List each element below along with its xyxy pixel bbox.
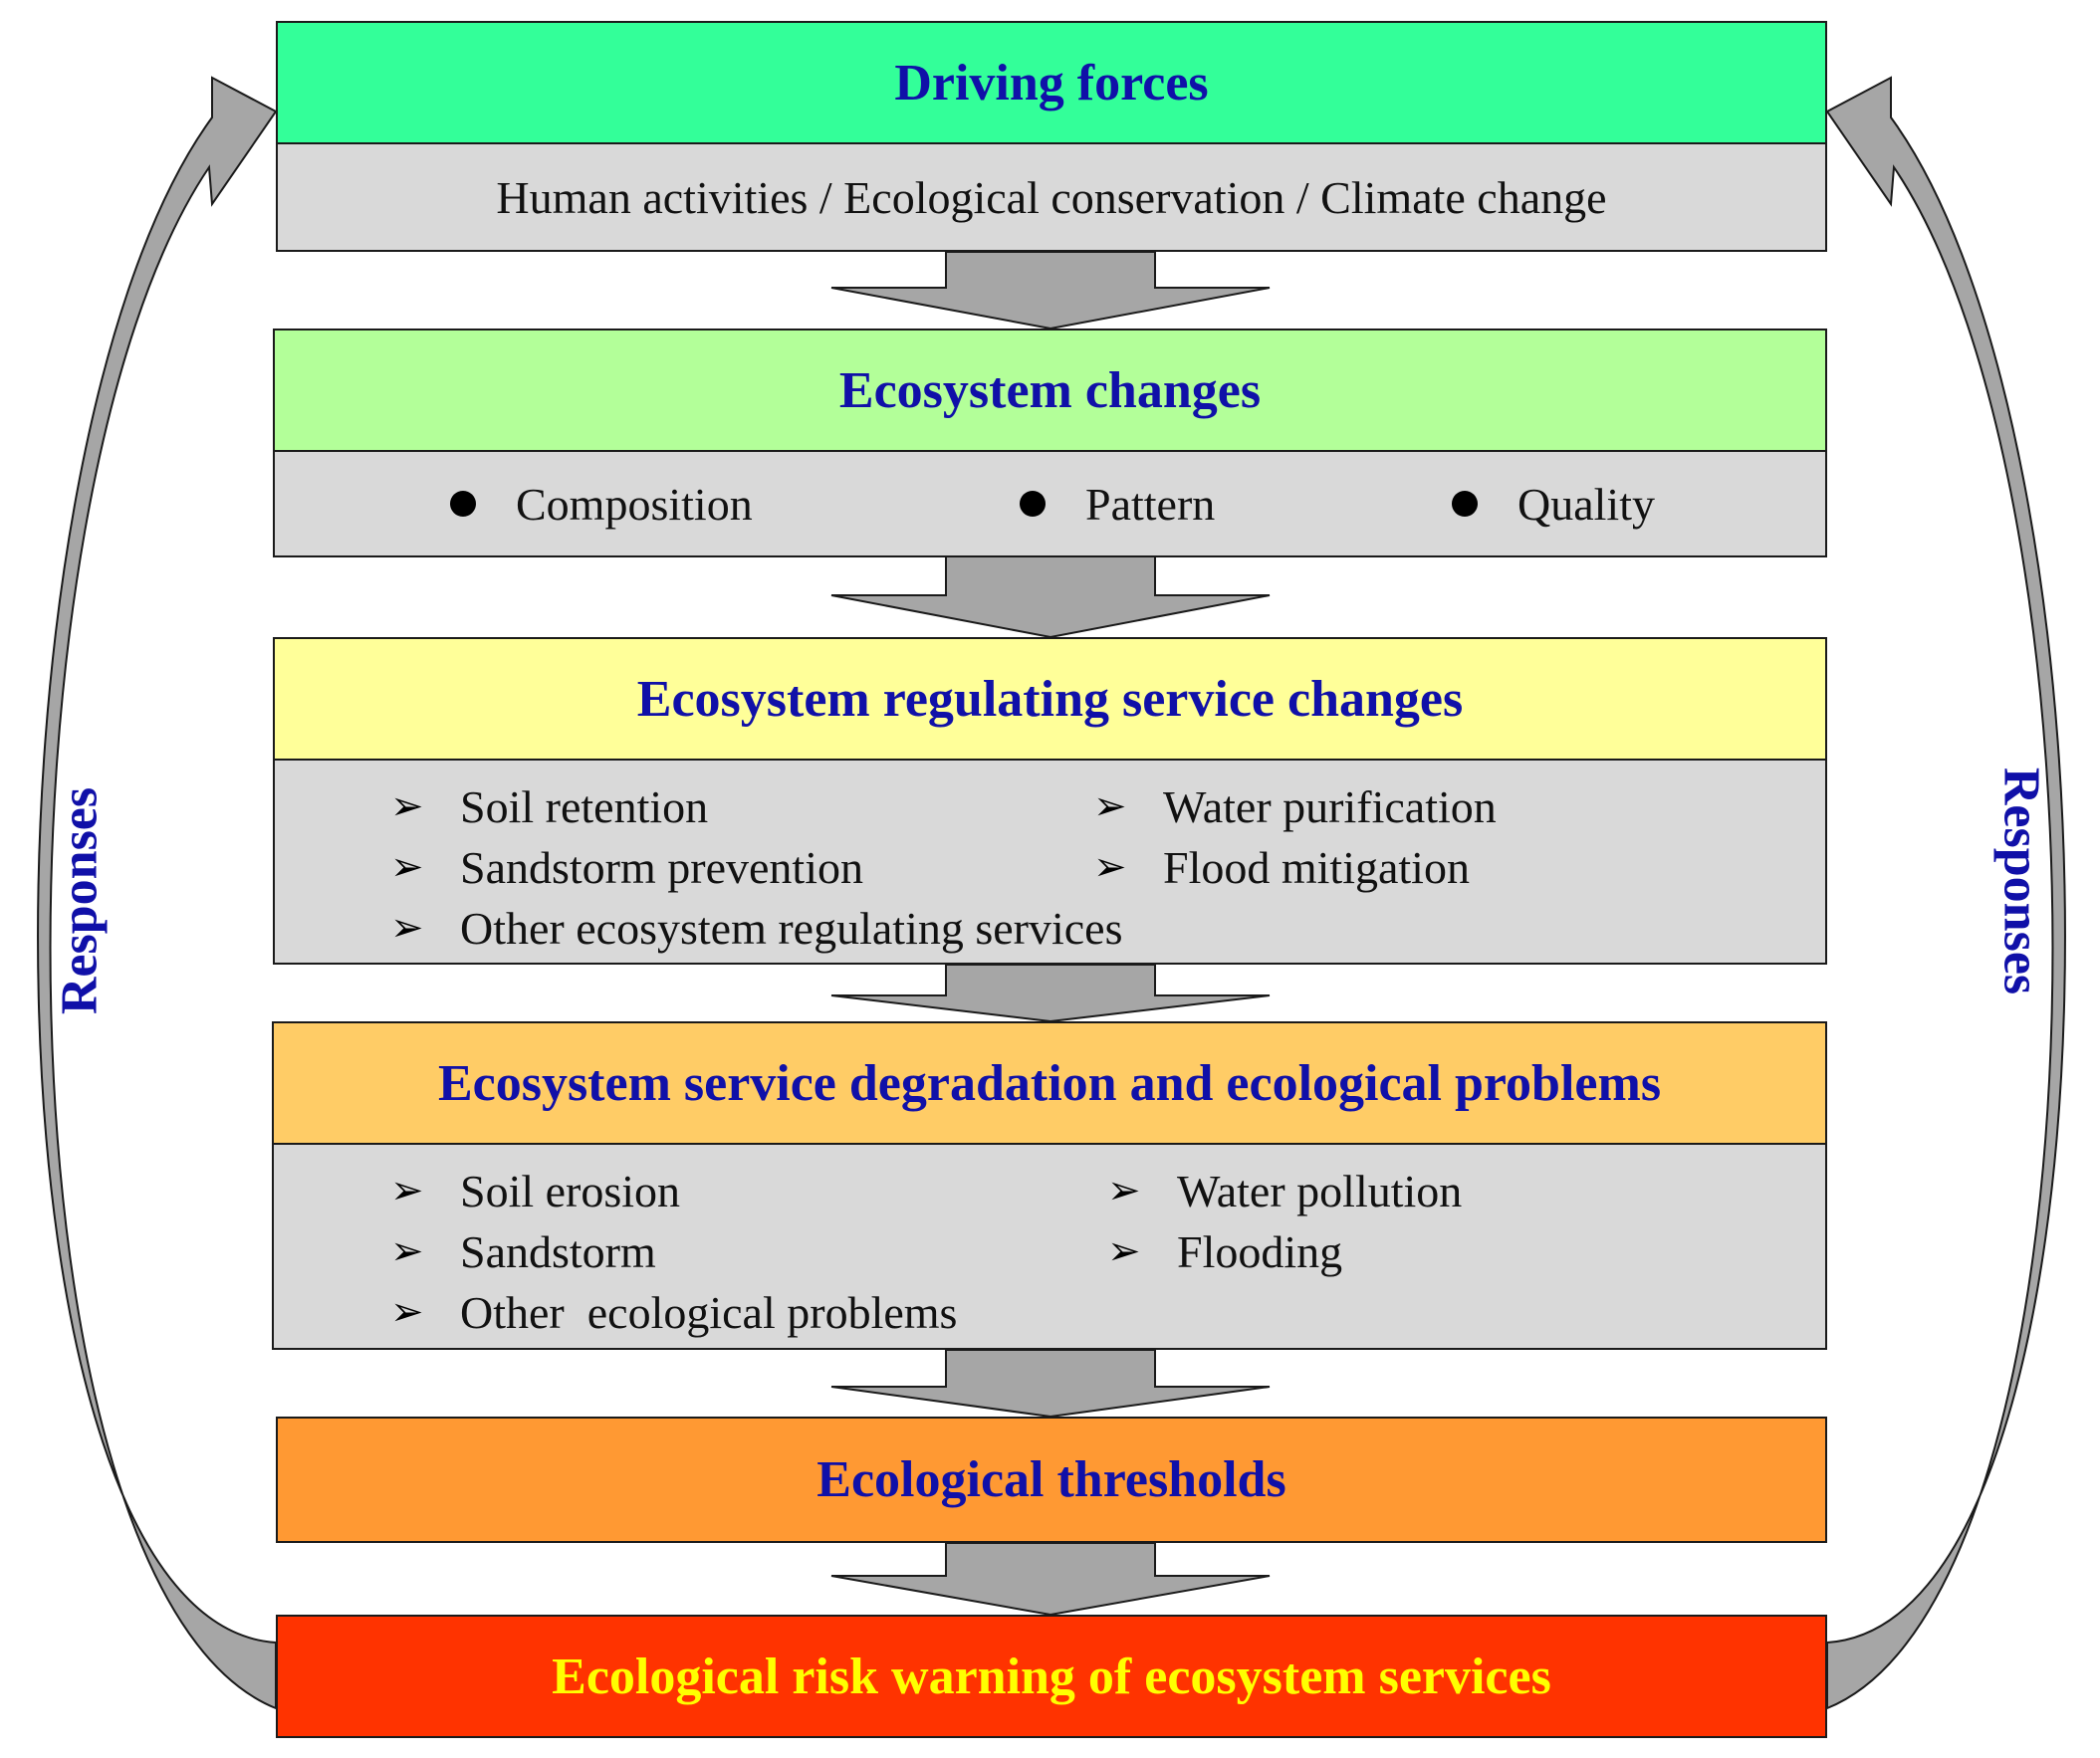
list-item-quality: Quality [1452,452,1655,555]
driving-forces-title: Driving forces [276,21,1827,144]
bullet-dot-icon [450,491,476,517]
arrowhead-bullet-icon: ➢ [390,905,424,951]
item-label: Sandstorm [460,1225,656,1277]
list-item-sandstorm-prevention: ➢ Sandstorm prevention [390,837,863,897]
thresholds-box: Ecological thresholds [276,1417,1827,1543]
item-label: Flooding [1177,1225,1343,1277]
regulating-changes-title: Ecosystem regulating service changes [273,637,1827,761]
item-label: Soil erosion [460,1165,681,1216]
thresholds-title-text: Ecological thresholds [817,1451,1286,1508]
down-arrow-4 [830,1349,1271,1419]
right-feedback-arrow [1825,76,2066,1710]
list-item-sandstorm: ➢ Sandstorm [390,1221,656,1281]
list-item-soil-erosion: ➢ Soil erosion [390,1161,680,1220]
right-responses-text: Responses [1992,767,2050,995]
item-label: Water pollution [1177,1165,1463,1216]
item-label: Other ecosystem regulating services [460,902,1123,954]
bullet-dot-icon [1452,491,1478,517]
item-label: Quality [1517,478,1655,530]
arrowhead-bullet-icon: ➢ [390,1228,424,1274]
list-item-flood-mitigation: ➢ Flood mitigation [1093,837,1470,897]
left-responses-text: Responses [51,786,109,1015]
regulating-changes-title-text: Ecosystem regulating service changes [636,670,1464,728]
item-label: Composition [516,478,753,530]
item-label: Other ecological problems [460,1286,958,1338]
arrowhead-bullet-icon: ➢ [390,783,424,829]
arrowhead-bullet-icon: ➢ [1107,1168,1141,1213]
left-responses-label: Responses [51,787,110,1014]
down-arrow-3 [830,964,1271,1023]
list-item-water-pollution: ➢ Water pollution [1107,1161,1462,1220]
degradation-title-text: Ecosystem service degradation and ecolog… [437,1054,1662,1112]
list-item-composition: Composition [450,452,753,555]
arrowhead-bullet-icon: ➢ [1107,1228,1141,1274]
item-label: Sandstorm prevention [460,841,863,893]
list-item-water-purification: ➢ Water purification [1093,776,1497,836]
risk-warning-title-text: Ecological risk warning of ecosystem ser… [552,1648,1551,1705]
arrowhead-bullet-icon: ➢ [390,1289,424,1335]
driving-forces-detail: Human activities / Ecological conservati… [276,142,1827,252]
item-label: Flood mitigation [1163,841,1470,893]
left-feedback-arrow [37,76,278,1710]
risk-warning-box: Ecological risk warning of ecosystem ser… [276,1615,1827,1738]
down-arrow-5 [830,1542,1271,1617]
right-responses-label: Responses [1992,768,2051,994]
regulating-changes-detail: ➢ Soil retention ➢ Water purification ➢ … [273,759,1827,965]
ecosystem-changes-title-text: Ecosystem changes [838,361,1262,419]
ecosystem-changes-title: Ecosystem changes [273,329,1827,452]
ecosystem-changes-detail: Composition Pattern Quality [273,450,1827,557]
list-item-other-regulating: ➢ Other ecosystem regulating services [390,898,1123,958]
item-label: Water purification [1163,780,1497,832]
item-label: Soil retention [460,780,709,832]
degradation-detail: ➢ Soil erosion ➢ Water pollution ➢ Sands… [272,1143,1827,1350]
bullet-dot-icon [1020,491,1046,517]
arrowhead-bullet-icon: ➢ [1093,783,1127,829]
down-arrow-2 [830,554,1271,639]
driving-forces-detail-text: Human activities / Ecological conservati… [496,171,1607,223]
list-item-soil-retention: ➢ Soil retention [390,776,708,836]
list-item-pattern: Pattern [1020,452,1215,555]
arrowhead-bullet-icon: ➢ [1093,844,1127,890]
arrowhead-bullet-icon: ➢ [390,844,424,890]
driving-forces-title-text: Driving forces [894,54,1209,111]
list-item-flooding: ➢ Flooding [1107,1221,1342,1281]
item-label: Pattern [1085,478,1216,530]
list-item-other-problems: ➢ Other ecological problems [390,1282,957,1342]
arrowhead-bullet-icon: ➢ [390,1168,424,1213]
degradation-title: Ecosystem service degradation and ecolog… [272,1021,1827,1145]
down-arrow-1 [830,251,1271,330]
